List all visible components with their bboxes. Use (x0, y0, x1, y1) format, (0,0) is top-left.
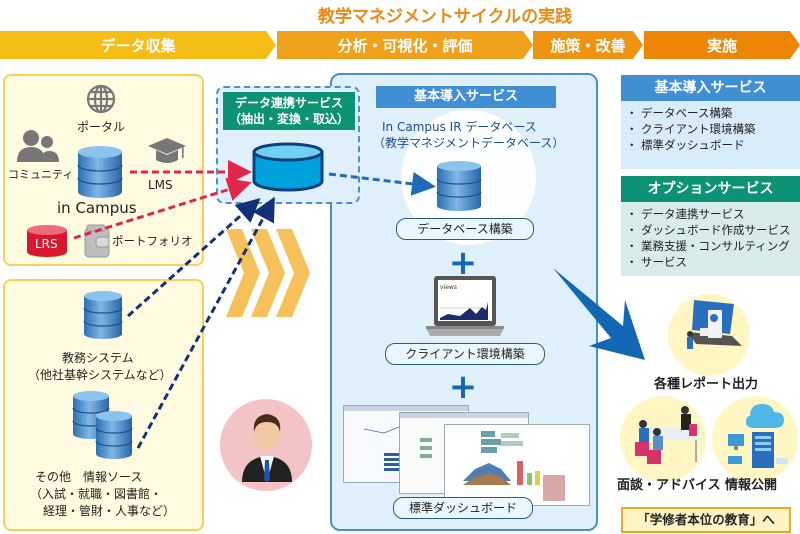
academic-system-sublabel: （他社基幹システムなど） (28, 368, 172, 382)
plus-icon: + (448, 367, 478, 407)
lrs-label: LRS (35, 237, 58, 251)
academic-to-datalink-line (127, 198, 261, 318)
database-build-pill: データベース構築 (396, 218, 534, 240)
report-laptop-icon (687, 300, 742, 349)
laptop-icon: views (426, 276, 504, 336)
client-build-pill: クライアント環境構築 (385, 343, 545, 365)
ir-database-icon (436, 161, 482, 211)
phase-label: 分析・可視化・評価 (337, 36, 473, 55)
basic-service-header: 基本導入サービス (376, 86, 556, 108)
incampus-database-icon (77, 146, 123, 198)
disclosure-label: 情報公開 (725, 478, 778, 493)
advice-label: 面談・アドバイス (617, 478, 721, 493)
data-link-title: データ連携サービス (234, 96, 343, 110)
data-link-cylinder-icon (252, 142, 324, 192)
cycle-title: 教学マネジメントサイクルの実践 (317, 7, 573, 27)
community-icon (17, 130, 59, 162)
option-service-item-cont: サービス (626, 254, 794, 270)
portfolio-label: ポートフォリオ (112, 234, 193, 248)
option-service-item: データ連携サービス (626, 206, 794, 222)
ir-database-title: In Campus IR データベース (382, 120, 537, 134)
basic-service-item: データベース構築 (626, 105, 794, 121)
datalink-to-irdb-line (328, 171, 436, 196)
meeting-icon (635, 406, 701, 464)
portfolio-icon (84, 224, 110, 258)
server-cloud-icon (728, 404, 788, 468)
person-icon (242, 414, 292, 482)
basic-service-item: クライアント環境構築 (626, 121, 794, 137)
basic-service-list: データベース構築 クライアント環境構築 標準ダッシュボード (621, 101, 800, 169)
incampus-label: in Campus (57, 199, 137, 217)
option-service-item: ダッシュボード作成サービス (626, 222, 794, 238)
academic-system-database-icon (83, 291, 123, 339)
phase-label: 施策・改善 (550, 36, 626, 55)
data-link-service-tag: データ連携サービス （抽出・変換・取込） (223, 92, 355, 130)
ir-database-subtitle: （教学マネジメントデータベース） (373, 136, 565, 150)
academic-system-label: 教務システム (62, 351, 134, 365)
phase-implementation: 実施 (644, 31, 800, 59)
phase-label: 実施 (706, 36, 737, 55)
data-link-subtitle: （抽出・変換・取込） (228, 112, 349, 126)
dashboard-screenshot-3 (444, 424, 590, 506)
lrs-database-icon (27, 225, 67, 257)
goal-box: 「学修者本位の教育」へ (621, 507, 791, 533)
lms-label: LMS (148, 178, 173, 192)
option-service-item: 業務支援・コンサルティング (626, 238, 794, 254)
big-blue-arrow-icon (553, 268, 645, 360)
laptop-screen-label: views (440, 284, 457, 291)
dashboard-pill: 標準ダッシュボード (393, 497, 533, 519)
phase-improvement: 施策・改善 (533, 31, 643, 59)
option-service-list: データ連携サービス ダッシュボード作成サービス 業務支援・コンサルティング サー… (621, 202, 800, 276)
lrs-to-datalink-line (73, 177, 252, 240)
phase-data-collection: データ収集 (0, 31, 276, 59)
basic-service-item: 標準ダッシュボード (626, 137, 794, 153)
plus-icon: + (448, 243, 478, 283)
graduation-cap-icon (148, 138, 186, 163)
other-sources-label: その他 情報ソース (35, 470, 143, 484)
basic-service-list-header: 基本導入サービス (621, 75, 800, 101)
globe-icon (86, 84, 116, 114)
other-sources-sublabel-1: （入試・就職・図書館・ (30, 487, 163, 501)
other-sources-sublabel-2: 経理・管財・人事など） (43, 504, 176, 518)
option-service-list-header: オプションサービス (621, 176, 800, 202)
reports-label: 各種レポート出力 (654, 377, 759, 392)
phase-label: データ収集 (100, 36, 176, 55)
phase-analysis: 分析・可視化・評価 (277, 31, 533, 59)
chevron-arrows-icon (226, 229, 310, 317)
other-to-datalink-line (136, 196, 275, 449)
community-label: コミュニティ (8, 168, 74, 181)
portal-label: ポータル (77, 120, 126, 134)
other-sources-database-icon (72, 391, 133, 459)
